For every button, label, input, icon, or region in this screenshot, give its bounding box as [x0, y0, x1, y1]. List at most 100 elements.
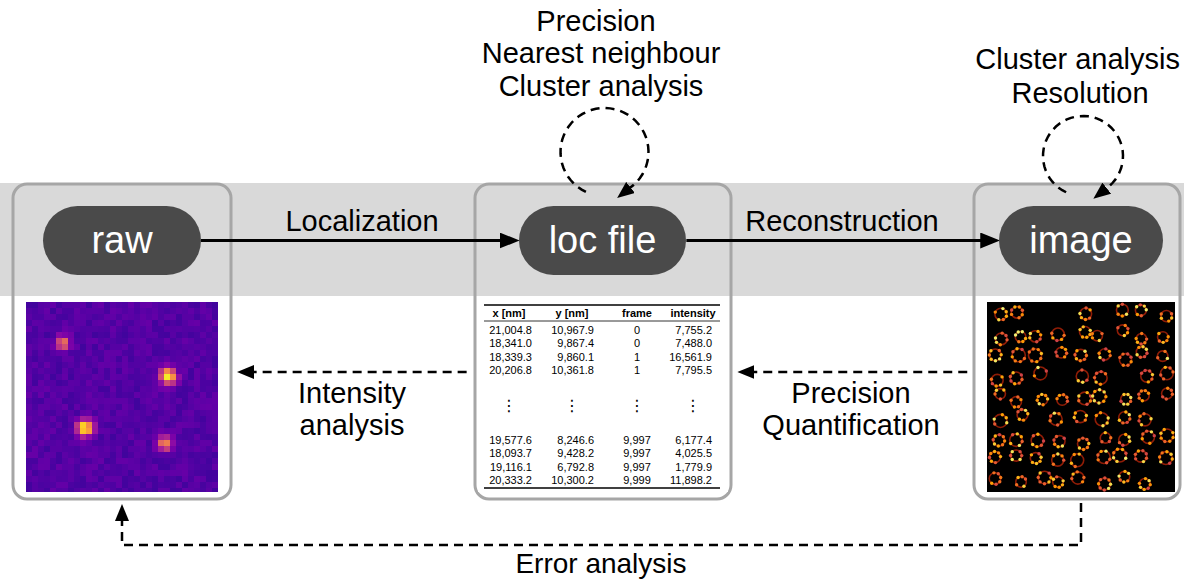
image-pixel — [80, 464, 86, 470]
image-pixel — [116, 380, 122, 386]
image-pixel — [140, 380, 146, 386]
localization-blob — [992, 471, 995, 474]
localization-blob — [1104, 449, 1107, 452]
image-pixel — [146, 326, 152, 332]
localization-blob — [1061, 479, 1064, 482]
image-pixel — [38, 314, 44, 320]
image-pixel — [86, 428, 92, 434]
image-pixel — [80, 326, 86, 332]
image-pixel — [152, 404, 158, 410]
image-pixel — [62, 350, 68, 356]
localization-blob — [1021, 340, 1024, 343]
localization-blob — [1143, 355, 1146, 358]
image-pixel — [200, 302, 206, 308]
localization-blob — [1038, 337, 1041, 340]
image-pixel — [44, 440, 50, 446]
localization-blob — [1089, 399, 1092, 402]
image-pixel — [158, 476, 164, 482]
image-pixel — [92, 308, 98, 314]
localization-blob — [1018, 450, 1021, 453]
image-pixel — [164, 380, 170, 386]
localization-blob — [994, 310, 997, 313]
image-pixel — [206, 470, 212, 476]
image-pixel — [152, 374, 158, 380]
image-pixel — [170, 338, 176, 344]
image-pixel — [26, 326, 32, 332]
image-pixel — [182, 404, 188, 410]
image-pixel — [26, 470, 32, 476]
table-cell: 10,967.9 — [551, 324, 594, 337]
image-pixel — [146, 344, 152, 350]
table-cell: 9,860.1 — [557, 351, 594, 364]
localization-blob — [1005, 338, 1008, 341]
image-pixel — [92, 482, 98, 488]
image-pixel — [194, 458, 200, 464]
image-pixel — [176, 362, 182, 368]
image-pixel — [182, 482, 188, 488]
image-pixel — [134, 362, 140, 368]
image-pixel — [122, 404, 128, 410]
image-pixel — [104, 332, 110, 338]
image-pixel — [62, 344, 68, 350]
image-pixel — [134, 344, 140, 350]
pore-ring — [1010, 372, 1022, 384]
localization-blob — [1075, 357, 1078, 360]
image-pixel — [44, 308, 50, 314]
image-pixel — [104, 434, 110, 440]
image-pixel — [146, 422, 152, 428]
image-pixel — [92, 404, 98, 410]
localization-blob — [1000, 375, 1003, 378]
image-pixel — [56, 392, 62, 398]
image-pixel — [32, 458, 38, 464]
image-pixel — [92, 422, 98, 428]
localization-blob — [1102, 400, 1105, 403]
localization-blob — [1121, 443, 1124, 446]
localization-blob — [1047, 471, 1050, 474]
localization-blob — [1066, 400, 1069, 403]
image-pixel — [170, 308, 176, 314]
image-pixel — [206, 332, 212, 338]
image-pixel — [44, 416, 50, 422]
image-pixel — [98, 308, 104, 314]
localization-blob — [1077, 399, 1080, 402]
image-pixel — [158, 458, 164, 464]
localization-blob — [1060, 420, 1063, 423]
image-pixel — [200, 464, 206, 470]
image-pixel — [182, 308, 188, 314]
localization-blob — [1035, 340, 1038, 343]
image-pixel — [92, 332, 98, 338]
image-pixel — [68, 488, 74, 492]
localization-blob — [1102, 358, 1105, 361]
table-cell: 6,792.8 — [557, 461, 594, 474]
image-pixel — [140, 446, 146, 452]
localization-blob — [1118, 419, 1121, 422]
image-pixel — [98, 398, 104, 404]
image-pixel — [32, 362, 38, 368]
localization-blob — [1089, 329, 1092, 332]
image-pixel — [50, 446, 56, 452]
image-pixel — [200, 488, 206, 492]
localization-blob — [999, 397, 1002, 400]
image-pixel — [140, 350, 146, 356]
image-pixel — [122, 440, 128, 446]
image-pixel — [56, 476, 62, 482]
image-pixel — [194, 410, 200, 416]
localization-blob — [1098, 486, 1101, 489]
image-pixel — [86, 404, 92, 410]
image-pixel — [128, 374, 134, 380]
localization-blob — [1121, 302, 1124, 305]
image-pixel — [116, 482, 122, 488]
pore-ring — [1080, 308, 1092, 320]
pore-ring — [1076, 370, 1088, 382]
localization-blob — [1171, 370, 1174, 373]
localization-blob — [1035, 462, 1038, 465]
image-pixel — [200, 362, 206, 368]
pore-ring — [1016, 477, 1027, 488]
localization-blob — [1096, 453, 1099, 456]
localization-blob — [1078, 328, 1081, 331]
edge-label: Intensity analysis — [272, 378, 432, 442]
image-pixel — [92, 314, 98, 320]
image-pixel — [188, 464, 194, 470]
image-pixel — [158, 386, 164, 392]
image-pixel — [158, 452, 164, 458]
